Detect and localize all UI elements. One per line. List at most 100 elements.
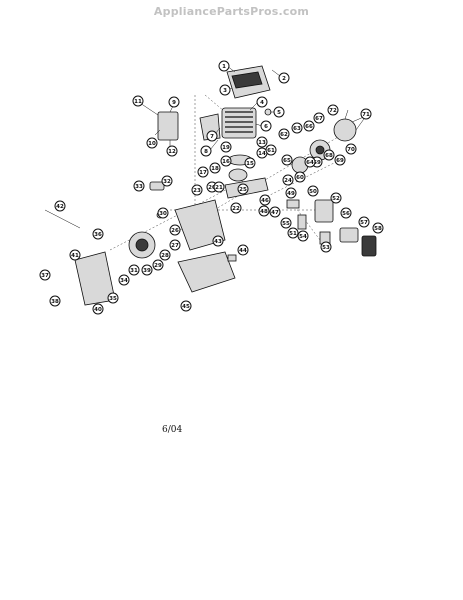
svg-text:3: 3	[223, 88, 227, 94]
fan-housing	[174, 199, 226, 251]
svg-text:36: 36	[94, 232, 102, 238]
callout-52: 52	[330, 192, 342, 204]
callout-55: 55	[280, 217, 292, 229]
callout-6: 6	[260, 120, 272, 132]
callout-67: 67	[313, 112, 325, 124]
callout-3: 3	[219, 84, 231, 96]
callout-51: 51	[287, 227, 299, 239]
svg-text:57: 57	[360, 220, 368, 226]
callout-11: 11	[132, 95, 144, 107]
svg-text:27: 27	[171, 243, 179, 249]
svg-text:63: 63	[293, 126, 301, 132]
svg-text:65: 65	[283, 158, 291, 164]
svg-text:17: 17	[199, 170, 207, 176]
callout-58: 58	[372, 222, 384, 234]
callout-44: 44	[237, 244, 249, 256]
callout-19: 19	[220, 141, 232, 153]
svg-text:18: 18	[211, 166, 219, 172]
svg-text:33: 33	[135, 184, 143, 190]
callout-24: 24	[282, 174, 294, 186]
callout-17: 17	[197, 166, 209, 178]
svg-text:26: 26	[171, 228, 179, 234]
svg-text:46: 46	[261, 198, 269, 204]
callout-70: 70	[345, 143, 357, 155]
callout-23: 23	[191, 184, 203, 196]
callout-29: 29	[152, 259, 164, 271]
reed-valve	[297, 214, 307, 230]
callout-60: 60	[294, 171, 306, 183]
svg-text:7: 7	[210, 134, 214, 140]
svg-text:25: 25	[239, 187, 247, 193]
starter-rope	[44, 209, 81, 229]
callout-62: 62	[278, 128, 290, 140]
callout-37: 37	[39, 269, 51, 281]
svg-text:45: 45	[182, 304, 190, 310]
callout-39: 39	[141, 264, 153, 276]
callout-27: 27	[169, 239, 181, 251]
callout-63: 63	[291, 122, 303, 134]
svg-text:5: 5	[277, 110, 281, 116]
callout-26: 26	[169, 224, 181, 236]
svg-text:37: 37	[41, 273, 49, 279]
svg-text:30: 30	[159, 211, 167, 217]
callout-12: 12	[166, 145, 178, 157]
svg-text:28: 28	[161, 253, 169, 259]
svg-text:72: 72	[329, 108, 337, 114]
date-code: 6/04	[162, 425, 183, 435]
svg-text:23: 23	[193, 188, 201, 194]
air-filter	[339, 227, 359, 243]
muffler	[157, 111, 179, 141]
svg-text:16: 16	[222, 159, 230, 165]
svg-text:22: 22	[232, 206, 240, 212]
svg-text:51: 51	[289, 231, 297, 237]
svg-text:49: 49	[287, 191, 295, 197]
callout-50: 50	[307, 185, 319, 197]
svg-text:69: 69	[336, 158, 344, 164]
svg-text:40: 40	[94, 307, 102, 313]
callout-28: 28	[159, 249, 171, 261]
svg-text:58: 58	[374, 226, 382, 232]
svg-text:11: 11	[134, 99, 142, 105]
svg-text:14: 14	[258, 151, 266, 157]
watermark: AppliancePartsPros.com	[153, 5, 310, 18]
callout-8: 8	[200, 145, 212, 157]
callout-54: 54	[297, 230, 309, 242]
svg-text:32: 32	[163, 179, 171, 185]
svg-text:38: 38	[51, 299, 59, 305]
callout-35: 35	[107, 292, 119, 304]
clutch-spring	[315, 145, 325, 155]
callout-15: 15	[244, 157, 256, 169]
svg-text:50: 50	[309, 189, 317, 195]
callout-48: 48	[258, 205, 270, 217]
svg-text:4: 4	[260, 100, 264, 106]
callout-53: 53	[320, 241, 332, 253]
svg-text:70: 70	[347, 147, 355, 153]
svg-text:52: 52	[332, 196, 340, 202]
svg-text:31: 31	[130, 268, 138, 274]
callout-66: 66	[303, 120, 315, 132]
callout-10: 10	[146, 137, 158, 149]
svg-text:42: 42	[56, 204, 64, 210]
callout-69: 69	[334, 154, 346, 166]
callout-42: 42	[54, 200, 66, 212]
cylinder	[221, 107, 257, 139]
callout-18: 18	[209, 162, 221, 174]
callout-2: 2	[278, 72, 290, 84]
callout-57: 57	[358, 216, 370, 228]
svg-text:55: 55	[282, 221, 290, 227]
svg-text:2: 2	[282, 76, 286, 82]
callout-43: 43	[212, 235, 224, 247]
drive-disc	[333, 118, 357, 142]
svg-text:68: 68	[325, 153, 333, 159]
carburetor	[314, 199, 334, 223]
callout-46: 46	[259, 194, 271, 206]
callout-56: 56	[340, 207, 352, 219]
part-shapes	[44, 65, 377, 306]
callout-61: 61	[265, 144, 277, 156]
callout-14: 14	[256, 147, 268, 159]
primer-bulb	[149, 181, 165, 191]
svg-text:10: 10	[148, 141, 156, 147]
callout-31: 31	[128, 264, 140, 276]
svg-text:67: 67	[315, 116, 323, 122]
